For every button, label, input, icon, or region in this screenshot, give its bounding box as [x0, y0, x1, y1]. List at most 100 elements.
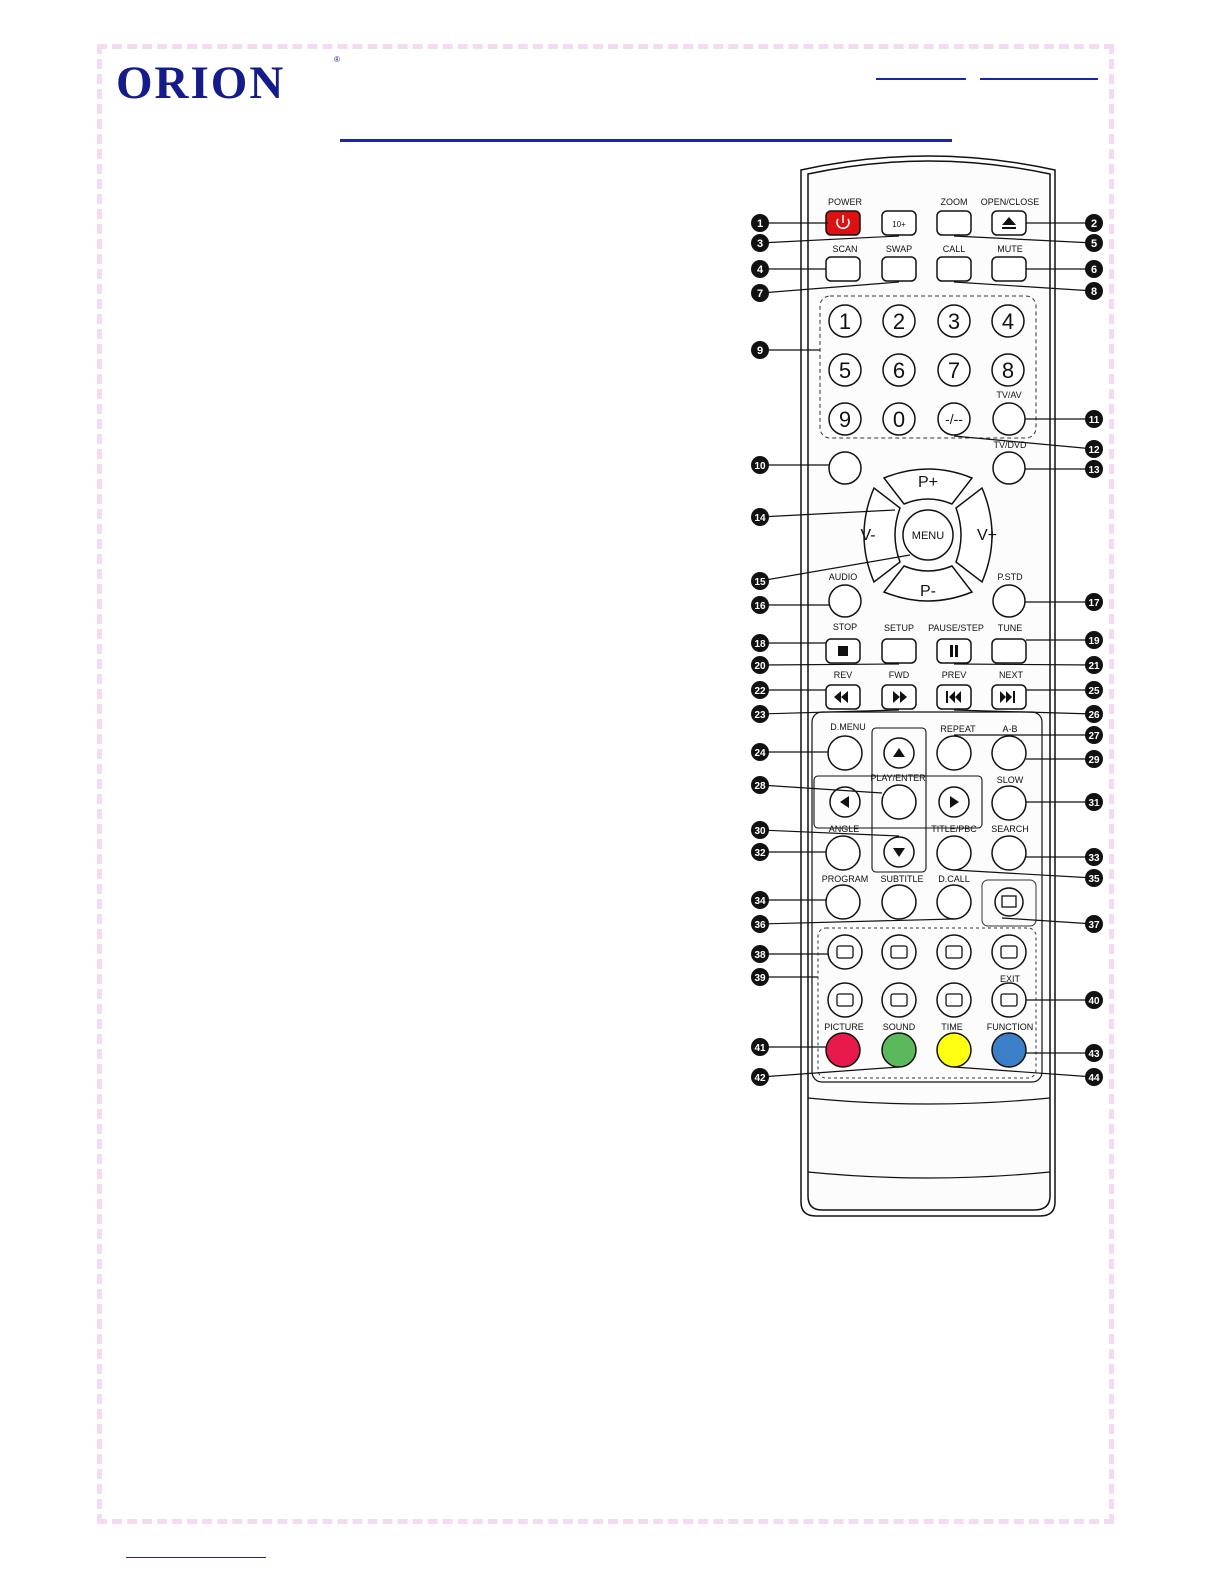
- callout-number-15: 15: [754, 577, 766, 588]
- d-menu-button[interactable]: [827, 735, 863, 771]
- registered-mark: ®: [334, 55, 340, 64]
- callout-number-37: 37: [1088, 920, 1100, 931]
- callout-number-23: 23: [754, 710, 766, 721]
- scan-button[interactable]: [825, 256, 861, 282]
- callout-number-20: 20: [754, 661, 766, 672]
- p-plus-button[interactable]: [882, 468, 974, 505]
- callout-number-21: 21: [1088, 661, 1100, 672]
- teletext-page-button[interactable]: [936, 934, 972, 970]
- callout-badge-1: [751, 214, 769, 232]
- callout-number-40: 40: [1088, 996, 1100, 1007]
- slow-button[interactable]: [991, 785, 1027, 821]
- p-minus-button[interactable]: [882, 565, 974, 602]
- program-label: PROGRAM: [822, 874, 869, 884]
- program-button[interactable]: [825, 884, 861, 920]
- teletext-cancel-button[interactable]: [991, 934, 1027, 970]
- d-call-button[interactable]: [936, 884, 972, 920]
- search-label: SEARCH: [991, 824, 1029, 834]
- callout-badge-38: [751, 945, 769, 963]
- call-button[interactable]: [936, 256, 972, 282]
- d-menu-label: D.MENU: [830, 722, 866, 732]
- clock-icon: [945, 993, 963, 1007]
- header-link-1[interactable]: [876, 78, 966, 80]
- digit-button-8[interactable]: [991, 353, 1025, 387]
- mute-button[interactable]: [991, 256, 1027, 282]
- text-cancel-icon: [1000, 945, 1018, 959]
- menu-button[interactable]: [902, 509, 954, 561]
- dvd-section-outline: [811, 711, 1043, 1083]
- ten-plus-button[interactable]: [881, 210, 917, 236]
- callout-badge-10: [751, 456, 769, 474]
- angle-button[interactable]: [825, 835, 861, 871]
- callout-line-36: [759, 918, 955, 925]
- pause-step-button[interactable]: [936, 638, 972, 664]
- subtitle-button[interactable]: [881, 884, 917, 920]
- digit-button-3[interactable]: [937, 304, 971, 338]
- sound-button[interactable]: [881, 1032, 917, 1068]
- teletext-clock-button[interactable]: [936, 982, 972, 1018]
- v-plus-label: V+: [977, 527, 997, 544]
- footer-link[interactable]: [126, 1557, 266, 1558]
- play-enter-button[interactable]: [881, 784, 917, 820]
- title-pbc-button[interactable]: [936, 835, 972, 871]
- eject-icon-bar: [1002, 227, 1016, 229]
- exit-button[interactable]: [991, 982, 1027, 1018]
- tv-dvd-button[interactable]: [992, 451, 1026, 485]
- tv-av-label: TV/AV: [996, 390, 1021, 400]
- teletext-mix-button[interactable]: [881, 934, 917, 970]
- angle-label: ANGLE: [829, 824, 860, 834]
- button-10[interactable]: [828, 451, 862, 485]
- digit-button-2[interactable]: [882, 304, 916, 338]
- callout-number-35: 35: [1088, 874, 1100, 885]
- header-link-2[interactable]: [980, 78, 1098, 80]
- setup-label: SETUP: [884, 623, 914, 633]
- swap-button[interactable]: [881, 256, 917, 282]
- d-call-label: D.CALL: [938, 874, 970, 884]
- a-b-button[interactable]: [991, 735, 1027, 771]
- text-mix-icon: [890, 945, 908, 959]
- callout-badge-9: [751, 341, 769, 359]
- teletext-reveal-button[interactable]: [881, 982, 917, 1018]
- digit-button-4[interactable]: [991, 304, 1025, 338]
- callout-number-29: 29: [1088, 755, 1100, 766]
- tune-label: TUNE: [998, 623, 1023, 633]
- time-button[interactable]: [936, 1032, 972, 1068]
- function-button[interactable]: [991, 1032, 1027, 1068]
- callout-number-14: 14: [754, 513, 766, 524]
- digit-button-9[interactable]: [828, 402, 862, 436]
- digit-button-6[interactable]: [882, 353, 916, 387]
- menu-label: MENU: [912, 530, 944, 542]
- pstd-button[interactable]: [992, 584, 1026, 618]
- v-plus-button[interactable]: [955, 486, 993, 584]
- callout-badge-33: [1085, 848, 1103, 866]
- digit-button-7[interactable]: [937, 353, 971, 387]
- callout-badge-41: [751, 1038, 769, 1056]
- digit-button-0[interactable]: [882, 402, 916, 436]
- teletext-index-button[interactable]: [827, 982, 863, 1018]
- callout-badge-43: [1085, 1044, 1103, 1062]
- callout-badge-42: [751, 1068, 769, 1086]
- setup-button[interactable]: [881, 638, 917, 664]
- dash-button[interactable]: [937, 402, 971, 436]
- callout-badge-25: [1085, 681, 1103, 699]
- repeat-button[interactable]: [936, 735, 972, 771]
- audio-button[interactable]: [828, 584, 862, 618]
- a-b-label: A-B: [1002, 724, 1017, 734]
- digit-button-1[interactable]: [828, 304, 862, 338]
- rewind-icon: [834, 691, 848, 703]
- digit-label-5: 5: [839, 358, 851, 383]
- zoom-button[interactable]: [936, 210, 972, 236]
- teletext-hold-button[interactable]: [827, 934, 863, 970]
- tv-av-button[interactable]: [992, 402, 1026, 436]
- callout-badge-39: [751, 968, 769, 986]
- picture-button[interactable]: [825, 1032, 861, 1068]
- tune-button[interactable]: [991, 638, 1027, 664]
- callout-number-5: 5: [1091, 238, 1097, 250]
- next-label: NEXT: [999, 670, 1024, 680]
- digit-button-5[interactable]: [828, 353, 862, 387]
- pip-button[interactable]: [994, 887, 1024, 917]
- rev-label: REV: [834, 670, 853, 680]
- fast-forward-icon: [893, 691, 907, 703]
- search-button[interactable]: [991, 835, 1027, 871]
- callout-line-14: [759, 509, 896, 518]
